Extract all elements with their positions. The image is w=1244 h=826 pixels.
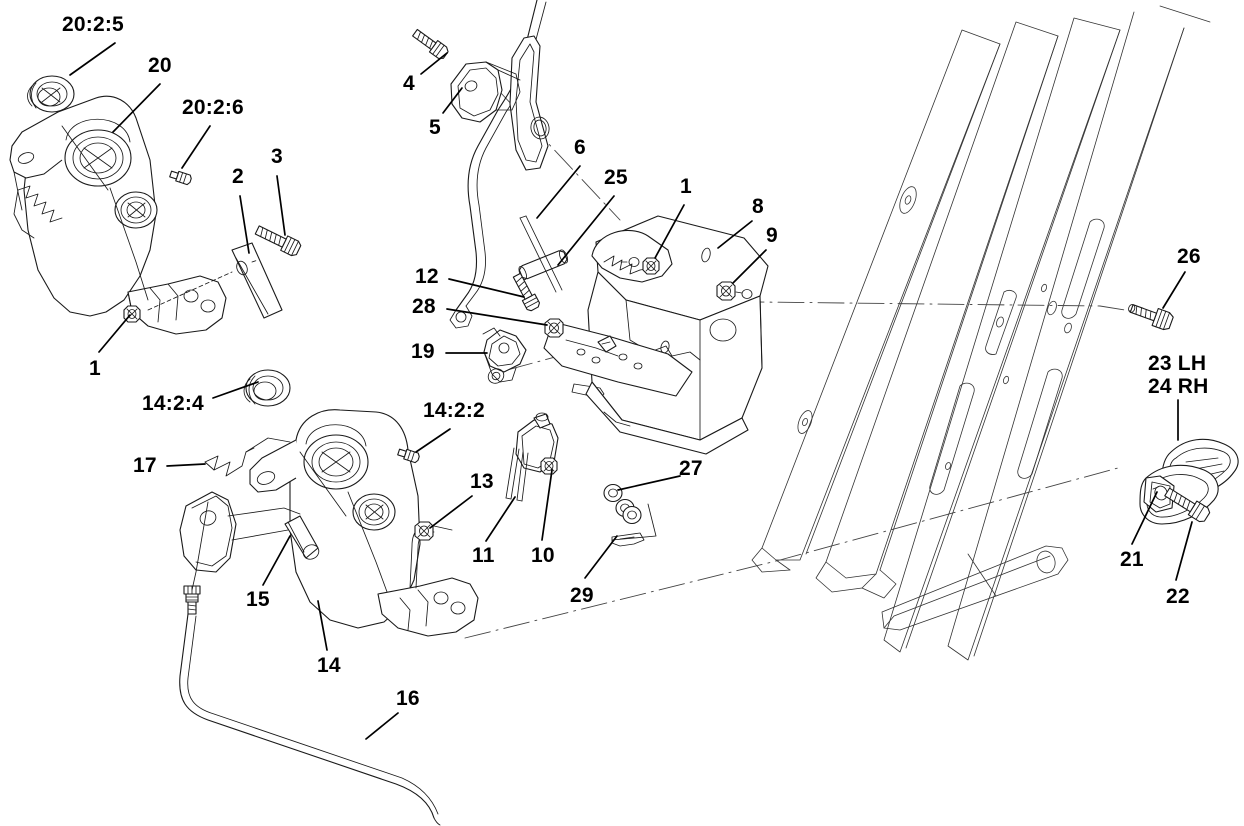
switch-assembly (505, 412, 657, 547)
lower-left-pedal-bracket (179, 369, 479, 826)
callout-5: 5 (429, 116, 441, 139)
callout-1-center: 1 (680, 175, 692, 198)
callout-12: 12 (415, 265, 439, 288)
callout-16: 16 (396, 687, 420, 710)
callout-13: 13 (470, 470, 494, 493)
callout-15: 15 (246, 588, 270, 611)
callout-14-2-4: 14:2:4 (142, 392, 204, 415)
callout-20: 20 (148, 54, 172, 77)
callout-11: 11 (472, 544, 495, 567)
callout-29: 29 (570, 584, 594, 607)
callout-26: 26 (1177, 245, 1201, 268)
callout-10: 10 (531, 544, 555, 567)
callout-20-2-6: 20:2:6 (182, 96, 244, 119)
callout-17: 17 (133, 454, 157, 477)
callout-14: 14 (317, 654, 341, 677)
pedal-pad-assembly (1128, 304, 1239, 525)
callout-1-upper-left: 1 (89, 357, 101, 380)
callout-23-lh-24-rh: 23 LH 24 RH (1148, 352, 1209, 398)
callout-22: 22 (1166, 585, 1190, 608)
center-weldment-bracket (482, 215, 769, 455)
callout-20-2-5: 20:2:5 (62, 13, 124, 36)
upper-left-pedal-bracket (9, 75, 302, 335)
callout-27: 27 (679, 457, 703, 480)
frame-rail-assembly (751, 5, 1211, 661)
leader-lines (69, 42, 1193, 740)
callout-14-2-2: 14:2:2 (423, 399, 485, 422)
callout-25: 25 (604, 166, 628, 189)
callout-28: 28 (412, 295, 436, 318)
callout-6: 6 (574, 136, 586, 159)
callout-3: 3 (271, 145, 283, 168)
callout-21: 21 (1120, 548, 1144, 571)
callout-2: 2 (232, 165, 244, 188)
callout-9: 9 (766, 224, 778, 247)
callout-8: 8 (752, 195, 764, 218)
callout-4: 4 (403, 72, 415, 95)
callout-19: 19 (411, 340, 435, 363)
control-rod-assembly (412, 0, 550, 329)
